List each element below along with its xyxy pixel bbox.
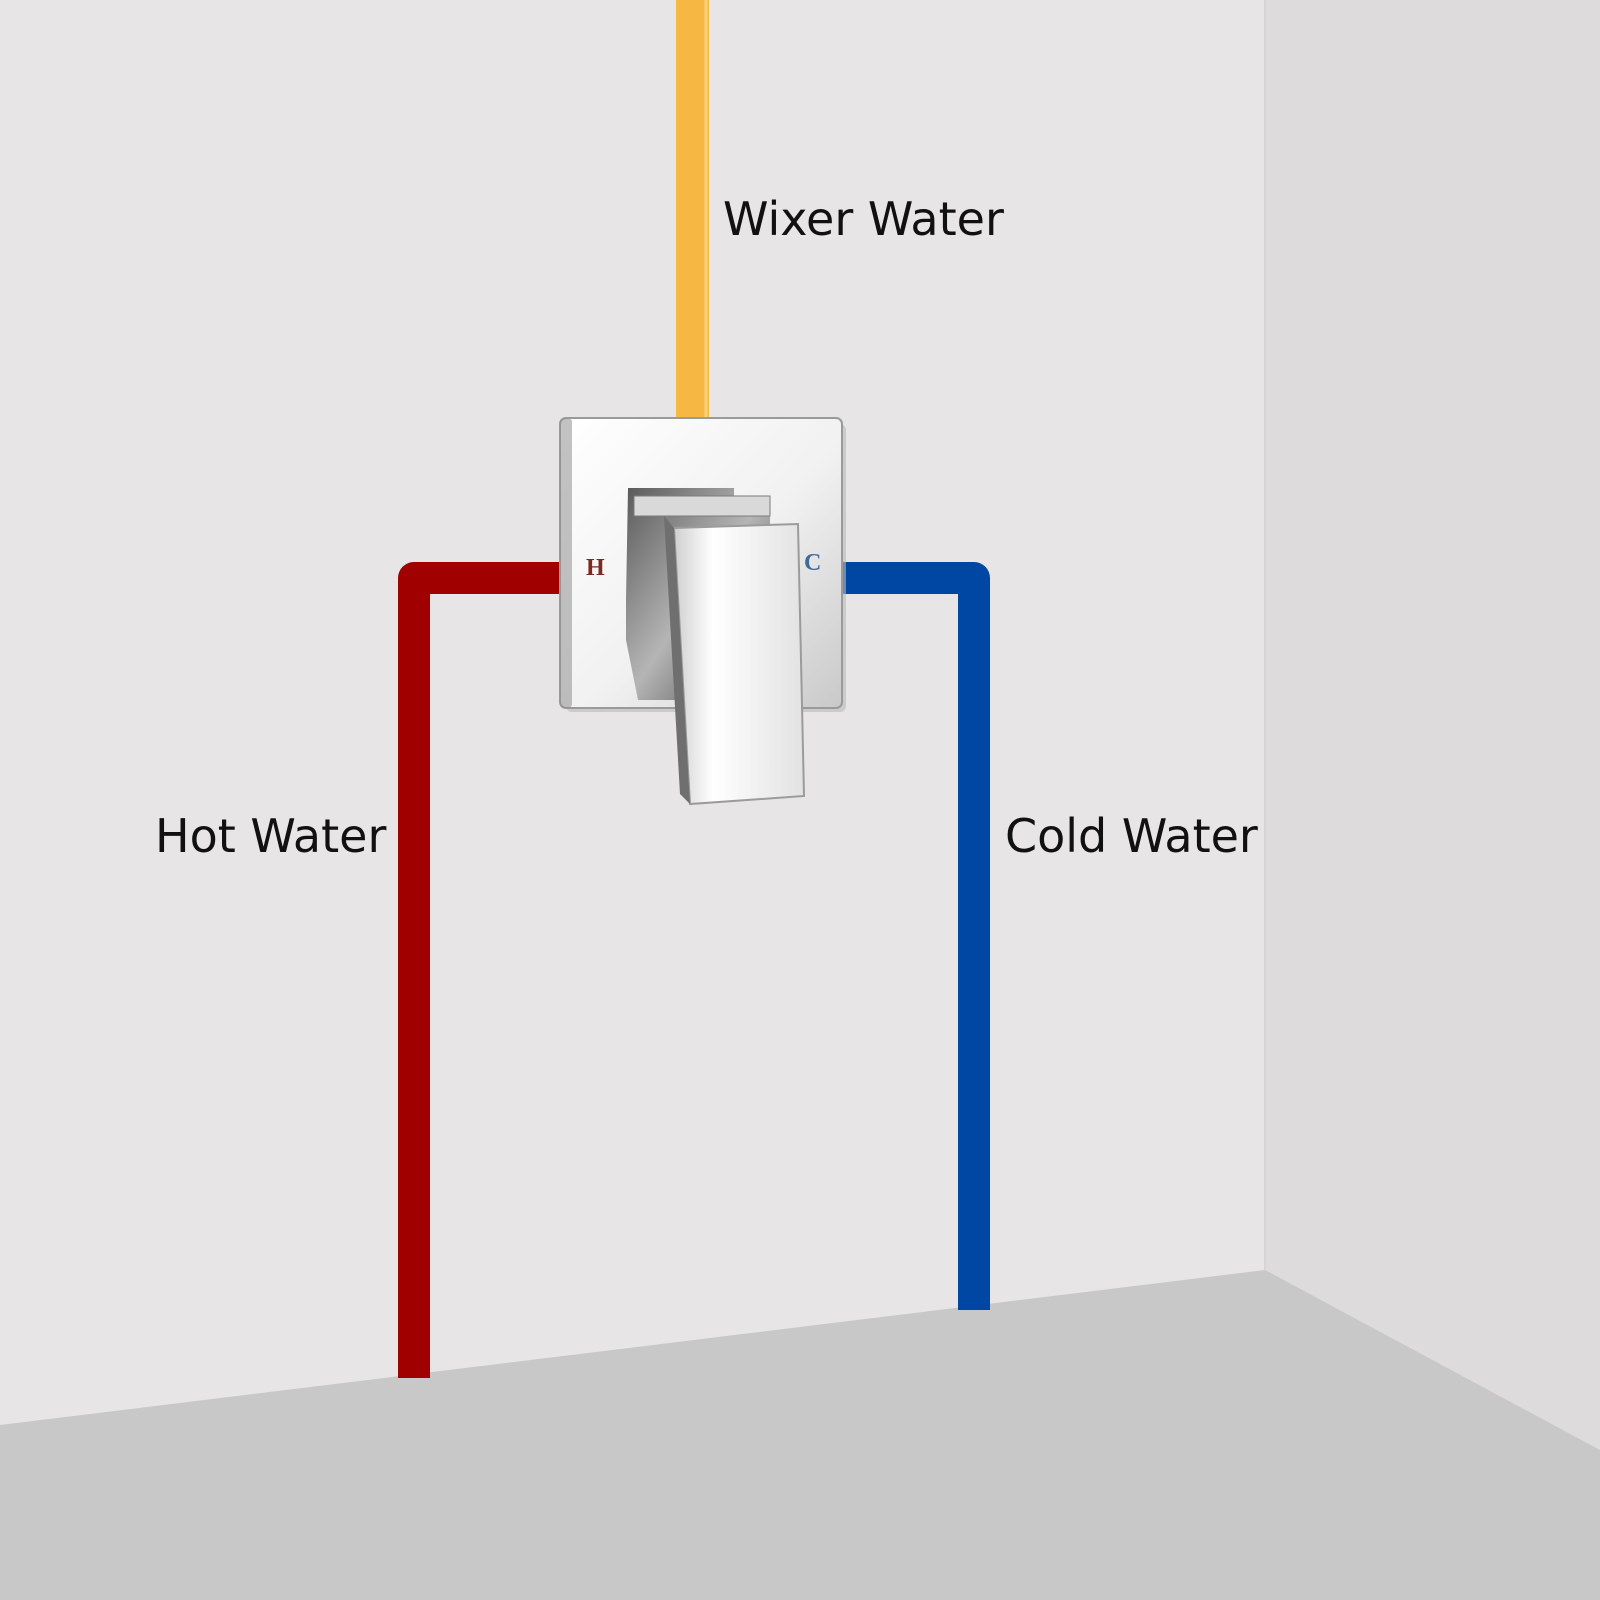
hot-mark: H xyxy=(586,555,605,581)
lever-base-top xyxy=(633,495,771,517)
cold-water-label: Cold Water xyxy=(1005,809,1258,863)
floor xyxy=(0,1270,1600,1600)
cold-water-pipe xyxy=(828,562,990,1310)
lever-handle-side xyxy=(664,516,690,804)
lever-handle xyxy=(672,522,806,806)
side-wall xyxy=(1265,0,1600,1450)
mixed-water-pipe xyxy=(676,0,709,425)
valve-plate-edge xyxy=(560,418,572,708)
hot-water-label: Hot Water xyxy=(155,809,386,863)
mixing-valve: H C xyxy=(559,417,846,806)
cold-mark: C xyxy=(804,550,821,576)
mixed-water-label: Wixer Water xyxy=(723,192,1004,246)
hot-water-pipe xyxy=(398,562,578,1378)
